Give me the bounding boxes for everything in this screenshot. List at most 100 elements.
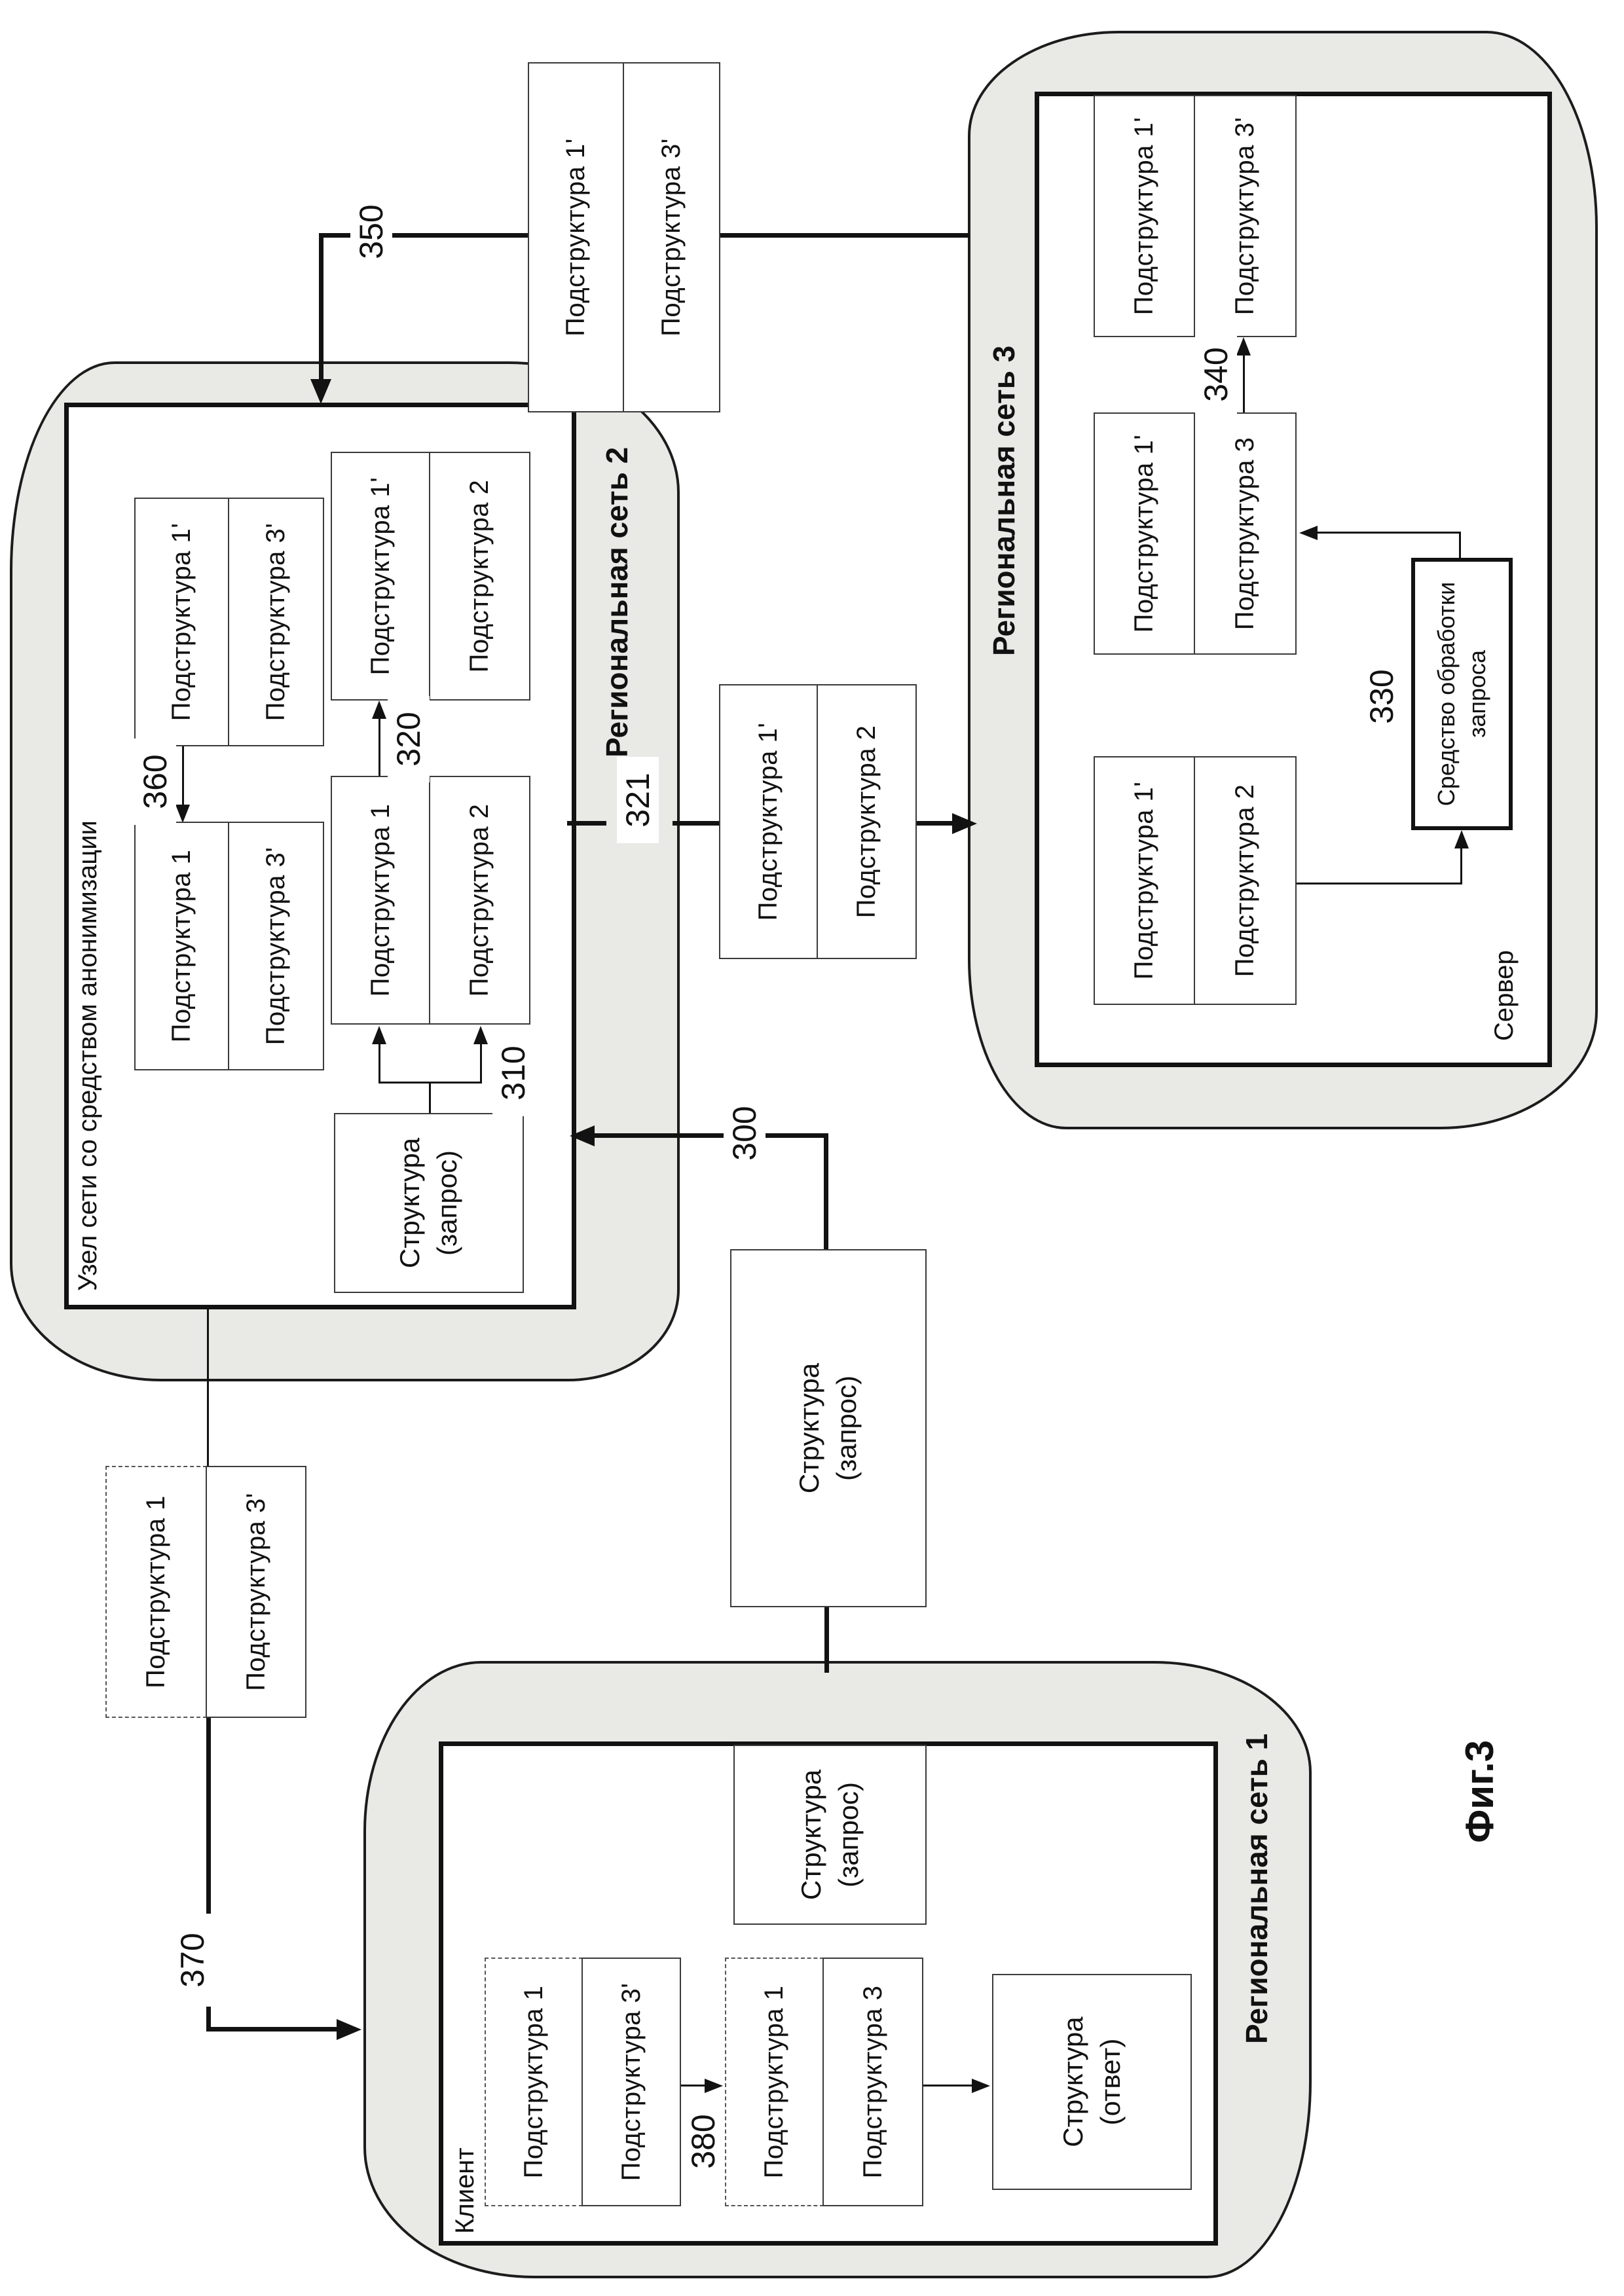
box-server-left-cell-2: Подструктура 2 [1194,756,1297,1005]
line-321-seg1 [567,821,606,826]
line-350-to-region3 [720,233,969,238]
ref-370-label: 370 [172,1914,213,2007]
line-380 [681,2085,705,2086]
line-300-vert-seg1 [595,1133,724,1138]
box-server-mid-cell-2: Подструктура 3 [1194,412,1297,655]
line-300-vert-seg2 [765,1133,828,1138]
ref-310-label: 310 [492,1030,534,1116]
box-central-request-line-1: Структура [794,1362,825,1494]
box-node-left-top: Подструктура 1' Подструктура 3' [134,498,324,746]
box-client-response-line-2: (ответ) [1094,2038,1126,2126]
line-350-vertical-upper [321,233,350,238]
box-node-mid-top: Подструктура 1' Подструктура 2 [331,452,530,701]
box-server-processor-line-2: запроса [1463,649,1490,738]
line-310-branch2 [480,1043,482,1084]
arrow-380-head-down [705,2079,723,2093]
box-server-left-cell-1: Подструктура 1' [1094,756,1195,1005]
box-node-request: Структура (запрос) [334,1113,524,1293]
figure-caption: Фиг.3 [1458,1740,1502,1843]
box-client-1-cell-2: Подструктура 3' [581,1958,681,2206]
box-node-left-bottom: Подструктура 1 Подструктура 3' [134,822,324,1070]
line-350-horizontal [319,233,323,379]
arrow-transfer-region3-head-down [952,813,977,834]
region-1-label: Региональная сеть 1 [1240,1733,1274,2044]
line-processor-to-servermid-v [1316,532,1461,534]
arrow-300-head-up [570,1125,595,1146]
box-node-left-bottom-cell-2: Подструктура 3' [228,822,324,1070]
box-client-response: Структура (ответ) [992,1974,1192,2190]
arrow-320-head-right [372,701,386,719]
line-300-horizontal [824,1133,828,1249]
box-server-right: Подструктура 1' Подструктура 3' [1094,95,1297,337]
box-mid-transfer-cell-1: Подструктура 1' [719,684,818,959]
box-client-request: Структура (запрос) [733,1745,927,1925]
box-node-left-bottom-cell-1: Подструктура 1 [134,822,229,1070]
box-node-mid-bottom-cell-1: Подструктура 1 [331,776,430,1025]
line-310-branch1 [378,1043,380,1084]
arrow-310-head2-right [473,1026,488,1044]
ref-360-label: 360 [134,738,176,825]
box-mid-transfer: Подструктура 1' Подструктура 2 [719,684,917,959]
box-client-1-cell-1: Подструктура 1 [485,1958,583,2206]
box-node-left-top-cell-2: Подструктура 3' [228,498,324,746]
box-node-request-line-1: Структура [394,1137,426,1269]
box-client-2: Подструктура 1 Подструктура 3 [725,1958,923,2206]
ref-380-label: 380 [682,2095,724,2188]
arrow-response-head-down [972,2079,990,2093]
server-label: Сервер [1490,950,1519,1041]
box-pre-client: Подструктура 1 Подструктура 3' [105,1466,306,1718]
ref-340-label: 340 [1195,331,1237,418]
box-server-left: Подструктура 1' Подструктура 2 [1094,756,1297,1005]
line-321-seg2 [673,821,719,826]
box-top-transfer-cell-1: Подструктура 1' [528,62,624,412]
arrow-310-head1-right [372,1026,386,1044]
line-central-to-region1 [824,1607,829,1673]
box-client-response-line-1: Структура [1057,2016,1088,2147]
box-server-mid: Подструктура 1' Подструктура 3 [1094,412,1297,655]
line-370-vertical [206,2027,337,2032]
box-top-transfer-cell-2: Подструктура 3' [623,62,720,412]
line-340 [1243,354,1245,412]
anonymizer-node-label: Узел сети со средством анонимизации [73,820,102,1291]
box-server-mid-cell-1: Подструктура 1' [1094,412,1195,655]
line-serverleft-to-processor-v [1297,883,1462,884]
box-top-transfer: Подструктура 1' Подструктура 3' [528,62,720,412]
ref-350-label: 350 [350,189,392,275]
region-3-label: Региональная сеть 3 [987,345,1021,656]
box-server-right-cell-2: Подструктура 3' [1194,95,1297,337]
box-node-left-top-cell-1: Подструктура 1' [134,498,229,746]
ref-321-label: 321 [617,757,659,843]
box-node-mid-top-cell-2: Подструктура 2 [429,452,530,701]
line-serverleft-to-processor-h [1460,848,1462,884]
line-client2-to-response [923,2085,972,2086]
box-node-mid-top-cell-1: Подструктура 1' [331,452,430,701]
arrow-370-head-down [337,2019,361,2040]
line-320 [378,718,380,776]
ref-300-label: 300 [724,1090,766,1176]
arrow-processor-head-right [1454,830,1469,848]
client-label: Клиент [451,2147,479,2234]
box-node-mid-bottom-cell-2: Подструктура 2 [429,776,530,1025]
box-node-mid-bottom: Подструктура 1 Подструктура 2 [331,776,530,1025]
line-360 [182,746,184,805]
box-node-request-line-2: (запрос) [432,1150,462,1256]
line-processor-to-servermid-h [1459,532,1461,558]
ref-330-label: 330 [1361,653,1403,740]
box-central-request: Структура (запрос) [730,1249,927,1607]
box-central-request-line-2: (запрос) [831,1375,862,1482]
box-client-request-line-1: Структура [795,1769,826,1901]
arrow-350-head-left [310,379,331,404]
box-mid-transfer-cell-2: Подструктура 2 [817,684,917,959]
line-transfer-to-region3 [917,821,952,826]
region-2-label: Региональная сеть 2 [600,446,634,757]
box-server-processor: Средство обработки запроса [1411,558,1513,830]
ref-320-label: 320 [388,696,430,782]
box-server-right-cell-1: Подструктура 1' [1094,95,1195,337]
box-client-2-cell-2: Подструктура 3 [822,1958,923,2206]
line-310-fork [378,1082,482,1084]
line-node-to-preclient [207,1309,209,1466]
box-pre-client-cell-2: Подструктура 3' [206,1466,306,1718]
arrow-360-head-left [175,805,190,823]
box-client-1: Подструктура 1 Подструктура 3' [485,1958,681,2206]
